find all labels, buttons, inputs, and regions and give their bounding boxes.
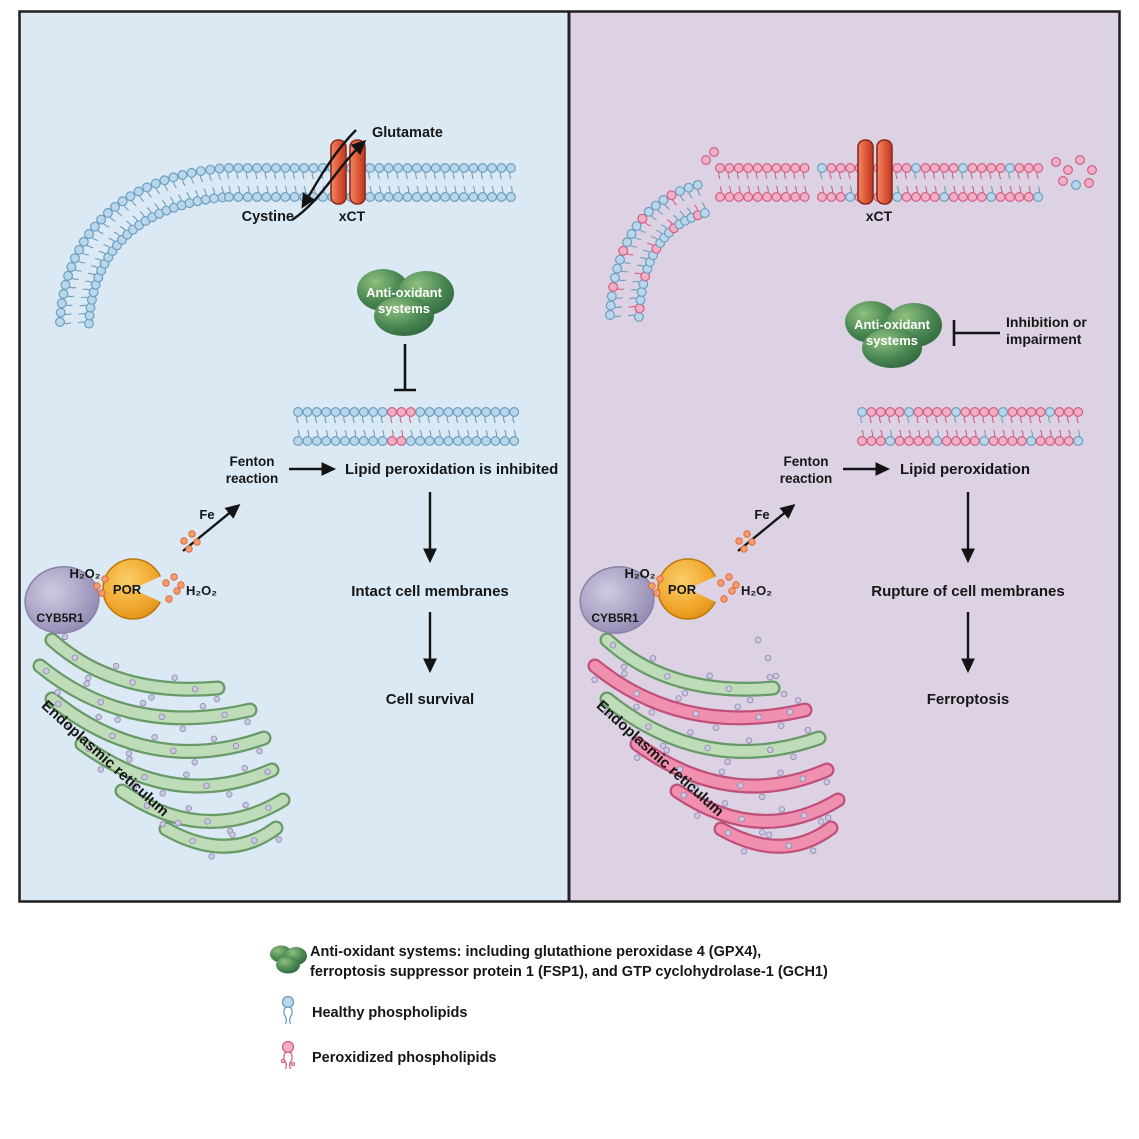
xct-label-left: xCT	[339, 208, 366, 224]
xct-transporter-left	[330, 139, 366, 205]
h2o2-label-left-1: H₂O₂	[69, 566, 100, 581]
antioxidant-systems-blob-left: Anti-oxidant systems	[357, 269, 454, 336]
cyb5r1-blob-right: CYB5R1	[579, 566, 655, 634]
cystine-label: Cystine	[242, 209, 294, 225]
por-notch-left	[133, 573, 168, 604]
glutamate-label: Glutamate	[372, 125, 443, 141]
cyb5r1-label-right: CYB5R1	[591, 611, 639, 625]
glutamate-export-arrow	[291, 139, 367, 221]
fenton-label-line1-right: Fenton	[784, 454, 829, 469]
right-panel: xCT Anti-oxidant systems Inhibition or i…	[579, 139, 1097, 855]
h2o2-dots-left	[93, 573, 185, 603]
por-blob-left: POR	[102, 558, 168, 620]
inhibition-label-line1: Inhibition or	[1006, 314, 1087, 330]
inhibition-label-line2: impairment	[1006, 331, 1082, 347]
cystine-import-arrow	[301, 129, 357, 209]
por-blob-right: POR	[657, 558, 723, 620]
outcome-label-right: Ferroptosis	[927, 691, 1010, 708]
lipid-peroxidation-label-right: Lipid peroxidation	[900, 461, 1030, 478]
xct-label-right: xCT	[866, 208, 893, 224]
peroxidized-phospholipid-icon	[280, 1040, 296, 1070]
left-panel: Glutamate Cystine xCT Anti-oxidant syste…	[24, 125, 558, 860]
membrane-state-label-right: Rupture of cell membranes	[871, 583, 1064, 600]
por-label-left: POR	[113, 582, 142, 597]
fe-arrow-left	[182, 504, 241, 552]
right-top-membrane-segment-b	[714, 163, 810, 203]
legend: Anti-oxidant systems: including glutathi…	[270, 944, 828, 1070]
antioxidant-label-line2-right: systems	[866, 333, 918, 348]
right-panel-background	[569, 12, 1119, 901]
fe-label-right: Fe	[754, 507, 769, 522]
ribosome-trail-right	[754, 636, 794, 716]
antioxidant-legend-icon	[270, 945, 307, 974]
membrane-state-label-left: Intact cell membranes	[351, 583, 509, 600]
left-mid-membrane-segment	[293, 407, 520, 447]
xct-transporter-right	[857, 139, 893, 205]
figure-border	[18, 10, 1121, 903]
fe-dots-right	[735, 530, 756, 553]
h2o2-dots-right	[648, 573, 740, 603]
ribosome-dots-right	[591, 642, 832, 855]
lipid-peroxidation-label-left: Lipid peroxidation is inhibited	[345, 461, 558, 478]
cyb5r1-blob-left: CYB5R1	[24, 566, 100, 634]
legend-healthy-label: Healthy phospholipids	[312, 1005, 467, 1021]
h2o2-label-left-2: H₂O₂	[186, 583, 217, 598]
fenton-label-line2-right: reaction	[780, 471, 833, 486]
por-label-right: POR	[668, 582, 697, 597]
legend-peroxidized-label: Peroxidized phospholipids	[312, 1050, 497, 1066]
inhibition-tbar-right	[952, 320, 1000, 346]
left-top-cell-membrane	[54, 163, 516, 329]
h2o2-label-right-2: H₂O₂	[741, 583, 772, 598]
inhibition-tbar-left	[394, 344, 416, 392]
fe-dots-left	[180, 530, 201, 553]
por-notch-right	[688, 573, 723, 604]
outcome-label-left: Cell survival	[386, 691, 474, 708]
antioxidant-label-line1-left: Anti-oxidant	[366, 285, 442, 300]
healthy-phospholipid-icon	[281, 995, 295, 1025]
cyb5r1-label-left: CYB5R1	[36, 611, 84, 625]
legend-antioxidant-line2: ferroptosis suppressor protein 1 (FSP1),…	[310, 964, 828, 980]
antioxidant-label-line2-left: systems	[378, 301, 430, 316]
h2o2-label-right-1: H₂O₂	[624, 566, 655, 581]
fenton-label-line1-left: Fenton	[230, 454, 275, 469]
legend-antioxidant-line1: Anti-oxidant systems: including glutathi…	[310, 944, 761, 960]
fe-arrow-right	[737, 504, 796, 552]
right-top-membrane-segment-a	[604, 180, 710, 322]
ribosome-dots-left	[43, 633, 282, 860]
left-panel-background	[20, 12, 569, 901]
antioxidant-systems-blob-right: Anti-oxidant systems	[845, 301, 942, 368]
fe-label-left: Fe	[199, 507, 214, 522]
scattered-lipids-right	[700, 147, 1097, 191]
antioxidant-label-line1-right: Anti-oxidant	[854, 317, 930, 332]
right-mid-membrane-segment	[856, 407, 1084, 447]
fenton-label-line2-left: reaction	[226, 471, 279, 486]
